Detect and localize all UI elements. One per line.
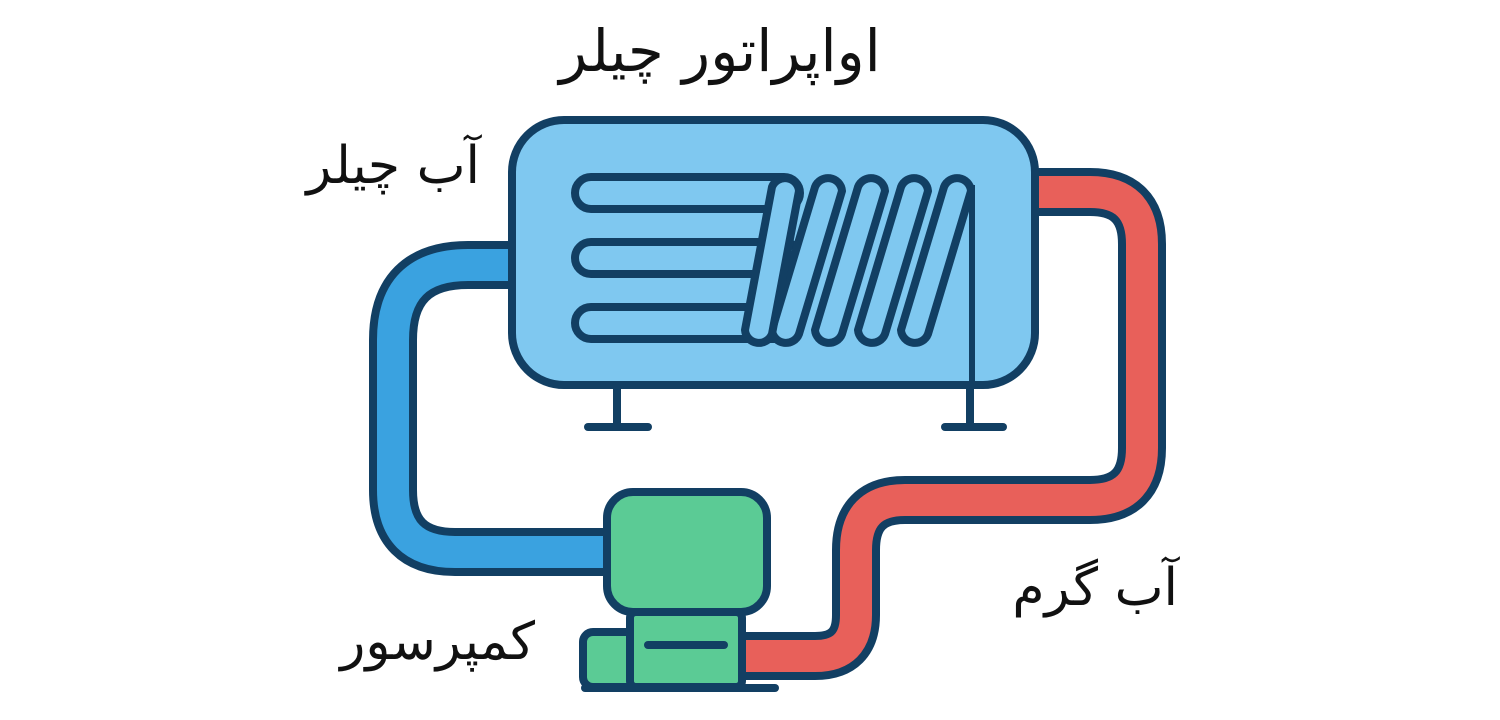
evaporator-coil [741, 174, 975, 385]
compressor-label: کمپرسور [340, 612, 535, 672]
compressor [579, 488, 779, 692]
evaporator-legs [584, 385, 1007, 431]
hot-water-pipe [745, 168, 1166, 680]
hot-water-label: آب گرم [1012, 558, 1178, 618]
evaporator-tank [508, 116, 1039, 431]
chilled-water-label: آب چیلر [306, 136, 480, 196]
evaporator-tubes [571, 173, 804, 343]
evaporator-title: اواپراتور چیلر [559, 17, 881, 85]
cold-water-pipe [369, 241, 605, 576]
